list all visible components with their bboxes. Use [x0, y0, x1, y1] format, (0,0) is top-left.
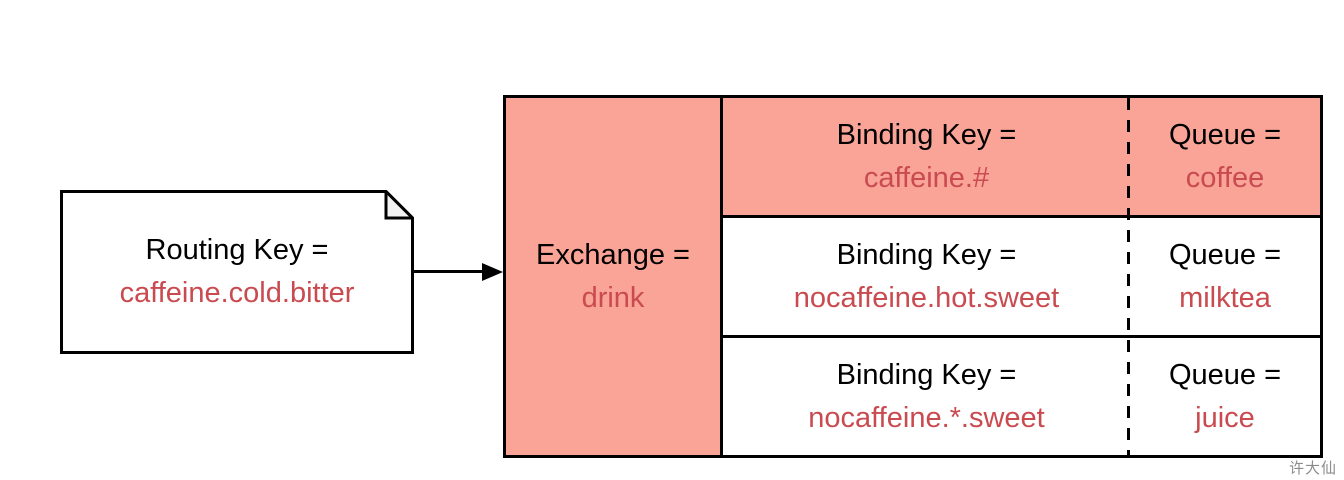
arrow-head-icon [482, 263, 503, 281]
binding-key-cell: Binding Key = caffeine.# [723, 98, 1130, 215]
binding-key-cell: Binding Key = nocaffeine.*.sweet [723, 338, 1130, 455]
arrow-connector [413, 263, 503, 281]
routing-key-value: caffeine.cold.bitter [119, 277, 355, 309]
queue-value: milktea [1179, 281, 1271, 314]
queue-value: juice [1195, 401, 1255, 434]
arrow-shaft [413, 270, 487, 273]
queue-cell: Queue = juice [1130, 338, 1320, 455]
binding-key-value: caffeine.# [863, 161, 990, 194]
routing-key-note: Routing Key = caffeine.cold.bitter [60, 190, 414, 354]
binding-rows: Binding Key = caffeine.# Queue = coffee … [723, 98, 1320, 455]
queue-cell: Queue = milktea [1130, 218, 1320, 335]
binding-key-label: Binding Key = [836, 358, 1017, 391]
exchange-value: drink [581, 281, 645, 314]
binding-key-cell: Binding Key = nocaffeine.hot.sweet [723, 218, 1130, 335]
exchange-cell: Exchange = drink [506, 98, 723, 455]
watermark: 许大仙 [1288, 460, 1337, 477]
note-fold-corner-icon [384, 190, 414, 220]
exchange-binding-table: Exchange = drink Binding Key = caffeine.… [503, 95, 1323, 458]
binding-row-juice: Binding Key = nocaffeine.*.sweet Queue =… [723, 335, 1320, 455]
binding-key-value: nocaffeine.*.sweet [808, 401, 1045, 434]
routing-key-text: Routing Key = caffeine.cold.bitter [60, 190, 414, 354]
binding-key-label: Binding Key = [836, 118, 1017, 151]
routing-key-label: Routing Key = [145, 234, 329, 266]
binding-key-value: nocaffeine.hot.sweet [793, 281, 1060, 314]
queue-cell: Queue = coffee [1130, 98, 1320, 215]
binding-row-coffee: Binding Key = caffeine.# Queue = coffee [723, 98, 1320, 215]
binding-row-milktea: Binding Key = nocaffeine.hot.sweet Queue… [723, 215, 1320, 335]
queue-value: coffee [1185, 161, 1265, 194]
queue-label: Queue = [1168, 118, 1282, 151]
queue-label: Queue = [1168, 358, 1282, 391]
note-shape [60, 190, 414, 354]
queue-label: Queue = [1168, 238, 1282, 271]
queue-column-divider [1127, 98, 1130, 455]
binding-key-label: Binding Key = [836, 238, 1017, 271]
exchange-label: Exchange = [536, 238, 690, 271]
